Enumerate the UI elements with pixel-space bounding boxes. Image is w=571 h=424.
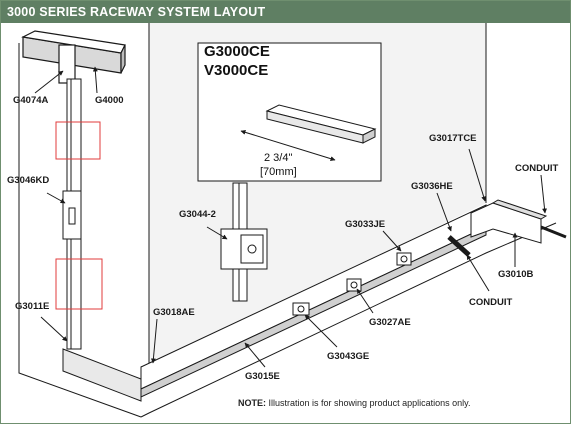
ceiling-raceway	[21, 30, 126, 84]
label-g3046kd: G3046KD	[7, 175, 49, 186]
highlight-box-lower	[55, 258, 103, 310]
label-conduit-bottom: CONDUIT	[469, 297, 512, 308]
callout-model-1: G3000CE	[204, 43, 270, 60]
label-g4000: G4000	[95, 95, 124, 106]
label-g3043ge: G3043GE	[327, 351, 369, 362]
callout-model-2: V3000CE	[204, 62, 268, 79]
floor-line	[140, 222, 557, 418]
vertical-raceway-left	[62, 78, 82, 350]
dimension-mm: [70mm]	[260, 166, 297, 178]
label-g3017tce: G3017TCE	[429, 133, 477, 144]
label-g3011e: G3011E	[15, 301, 49, 312]
callout-box: G3000CE V3000CE 2 3/4" [70mm]	[197, 42, 382, 182]
label-conduit-top: CONDUIT	[515, 163, 558, 174]
label-g3015e: G3015E	[245, 371, 280, 382]
label-g3010b: G3010B	[498, 269, 534, 280]
label-g3044-2: G3044-2	[179, 209, 216, 220]
label-g4074a: G4074A	[13, 95, 49, 106]
label-g3018ae: G3018AE	[153, 307, 195, 318]
left-wall-outline	[18, 43, 142, 418]
label-g3027ae: G3027AE	[369, 317, 411, 328]
raceway-layout-diagram: G3000CE V3000CE 2 3/4" [70mm]	[7, 23, 567, 418]
footnote-text: Illustration is for showing product appl…	[266, 398, 471, 408]
highlight-boxes	[55, 121, 103, 310]
highlight-box-upper	[55, 121, 101, 160]
header-bar: 3000 SERIES RACEWAY SYSTEM LAYOUT	[1, 1, 570, 23]
raceway-devices	[292, 235, 471, 316]
label-g3036he: G3036HE	[411, 181, 453, 192]
labels	[34, 66, 548, 368]
footnote: NOTE: Illustration is for showing produc…	[238, 398, 470, 408]
dimension-arrow	[240, 129, 336, 162]
conduit-fitting	[447, 235, 471, 257]
page-title: 3000 SERIES RACEWAY SYSTEM LAYOUT	[7, 5, 266, 19]
label-g3033je: G3033JE	[345, 219, 385, 230]
vertical-raceway-back	[220, 182, 268, 302]
dimension-inches: 2 3/4"	[264, 152, 292, 164]
footnote-prefix: NOTE:	[238, 398, 266, 408]
